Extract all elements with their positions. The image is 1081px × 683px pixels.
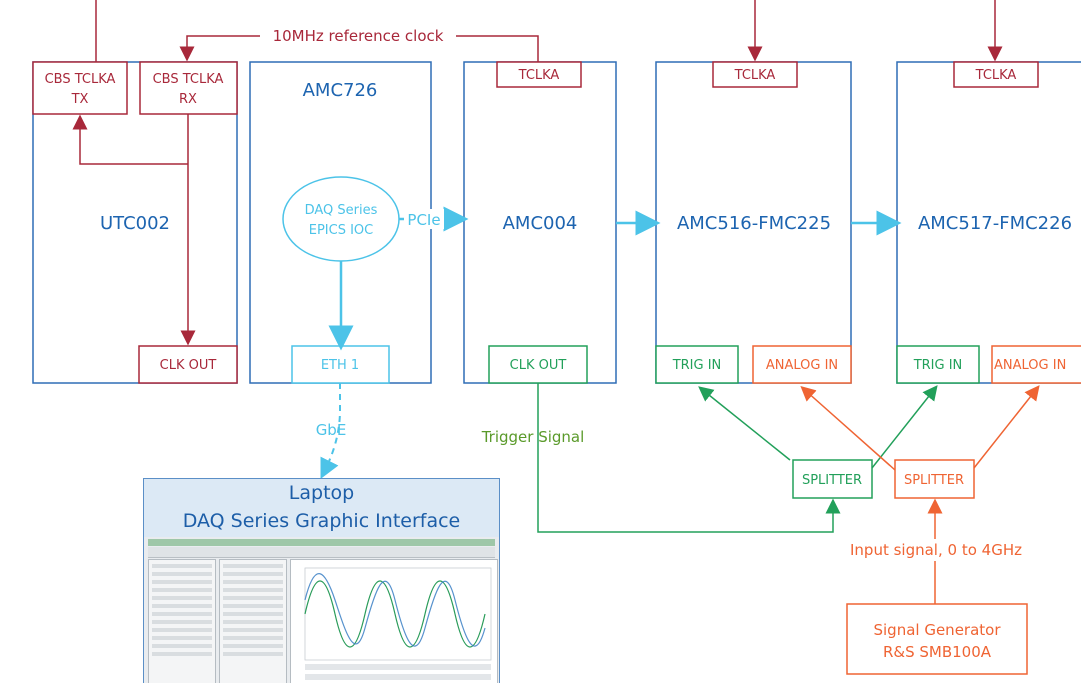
ref-clock-label-bg [260,26,456,46]
waveform-graphic [304,567,492,680]
cbs-rx-line1: CBS TCLKA [153,72,224,87]
eth1-label: ETH 1 [321,358,359,373]
pcie-label: PCIe [407,211,440,229]
daq-epics-ioc-ellipse [282,176,400,262]
siggen-line1: Signal Generator [873,621,1001,639]
orange-to-analog1 [800,386,896,471]
daq-ioc-line1: DAQ Series [305,203,378,218]
utc-clk-out-box [138,345,238,384]
analog-in-2-label: ANALOG IN [994,358,1066,373]
amc004-tclka-box [496,61,582,88]
gui-screenshot [143,537,500,683]
amc004-clk-out-box [488,345,588,384]
orange-to-analog2 [973,385,1040,469]
cbs-tx-line2: TX [71,92,89,107]
splitter-orange-label: SPLITTER [904,473,964,488]
gbe-label: GbE [316,421,347,439]
trig-in-1-box [655,345,739,384]
splitter-green-box [792,459,873,499]
trig-in-2-box [896,345,980,384]
amc517-label: AMC517-FMC226 [918,213,1072,234]
amc517-tclka-box [953,61,1039,88]
utc002-board [32,61,238,384]
siggen-line2: R&S SMB100A [883,643,992,661]
green-to-trig2 [871,385,938,469]
amc004-clk-out-label: CLK OUT [510,358,567,373]
amc516-label: AMC516-FMC225 [677,213,831,234]
cbs-tclka-tx-box [32,61,128,115]
trig-in-1-label: TRIG IN [672,358,722,373]
gui-left-panel [148,559,216,683]
laptop-box: Laptop DAQ Series Graphic Interface [143,478,500,538]
analog-in-1-label: ANALOG IN [766,358,838,373]
amc004-tclka-label: TCLKA [518,68,560,83]
analog-in-2-box [991,345,1081,384]
cbs-rx-line2: RX [179,92,197,107]
input-signal-label: Input signal, 0 to 4GHz [850,541,1022,559]
splitter-orange-box [894,459,975,499]
amc516-tclka-box [712,61,798,88]
amc516-tclka-label: TCLKA [734,68,776,83]
gui-title-bar [148,539,495,546]
gui-middle-panel [219,559,287,683]
utc-internal-loop [72,114,188,165]
trigger-signal-label: Trigger Signal [481,428,585,446]
cbs-tclka-rx-box [139,61,238,115]
gbe-link [320,383,341,479]
signal-generator-box [846,603,1028,675]
splitter-green-label: SPLITTER [802,473,862,488]
gui-waveform-plot [290,559,498,683]
ref-clock-label: 10MHz reference clock [273,27,444,45]
daq-ioc-line2: EPICS IOC [309,223,374,238]
utc002-label: UTC002 [100,213,170,234]
cbs-tx-line1: CBS TCLKA [45,72,116,87]
analog-in-1-box [752,345,852,384]
eth1-box [291,345,390,384]
gui-toolbar [148,547,495,558]
pcie-label-bg [404,209,444,229]
trigger-line [537,383,841,533]
green-to-trig1 [698,386,791,461]
amc004-label: AMC004 [503,213,578,234]
utc-clk-out-label: CLK OUT [160,358,217,373]
laptop-title: Laptop [288,482,355,504]
laptop-subtitle: DAQ Series Graphic Interface [182,510,461,532]
input-signal-label-bg [836,539,1036,561]
amc726-label: AMC726 [303,80,378,101]
amc517-tclka-label: TCLKA [975,68,1017,83]
trig-in-2-label: TRIG IN [913,358,963,373]
